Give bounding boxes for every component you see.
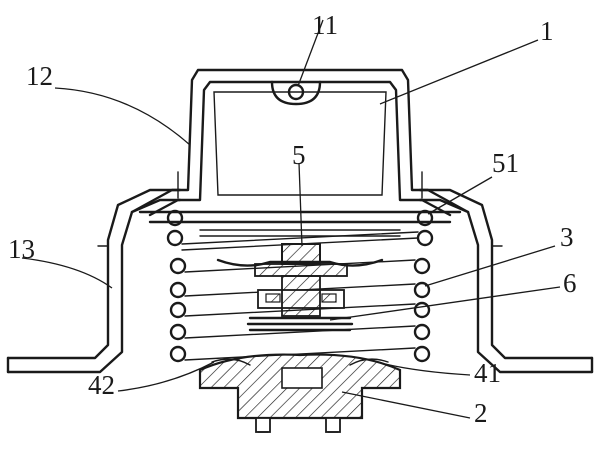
label-41: 41 — [474, 358, 501, 388]
leader-lines — [21, 19, 561, 419]
label-42: 42 — [88, 370, 115, 400]
label-12: 12 — [26, 61, 53, 91]
reference-labels: 11 1 12 5 51 13 3 6 42 41 2 — [8, 10, 577, 428]
outer-housing — [6, 188, 594, 374]
label-11: 11 — [312, 10, 338, 40]
bimetal-discs — [246, 316, 354, 332]
cover-cup — [130, 68, 470, 217]
label-13: 13 — [8, 234, 35, 264]
label-3: 3 — [560, 222, 574, 252]
base-block — [198, 353, 402, 433]
label-1: 1 — [540, 16, 554, 46]
spring-seat-plate — [138, 210, 462, 237]
label-51: 51 — [492, 148, 519, 178]
central-plunger — [216, 243, 384, 317]
label-6: 6 — [563, 268, 577, 298]
label-2: 2 — [474, 398, 488, 428]
label-5: 5 — [292, 140, 306, 170]
